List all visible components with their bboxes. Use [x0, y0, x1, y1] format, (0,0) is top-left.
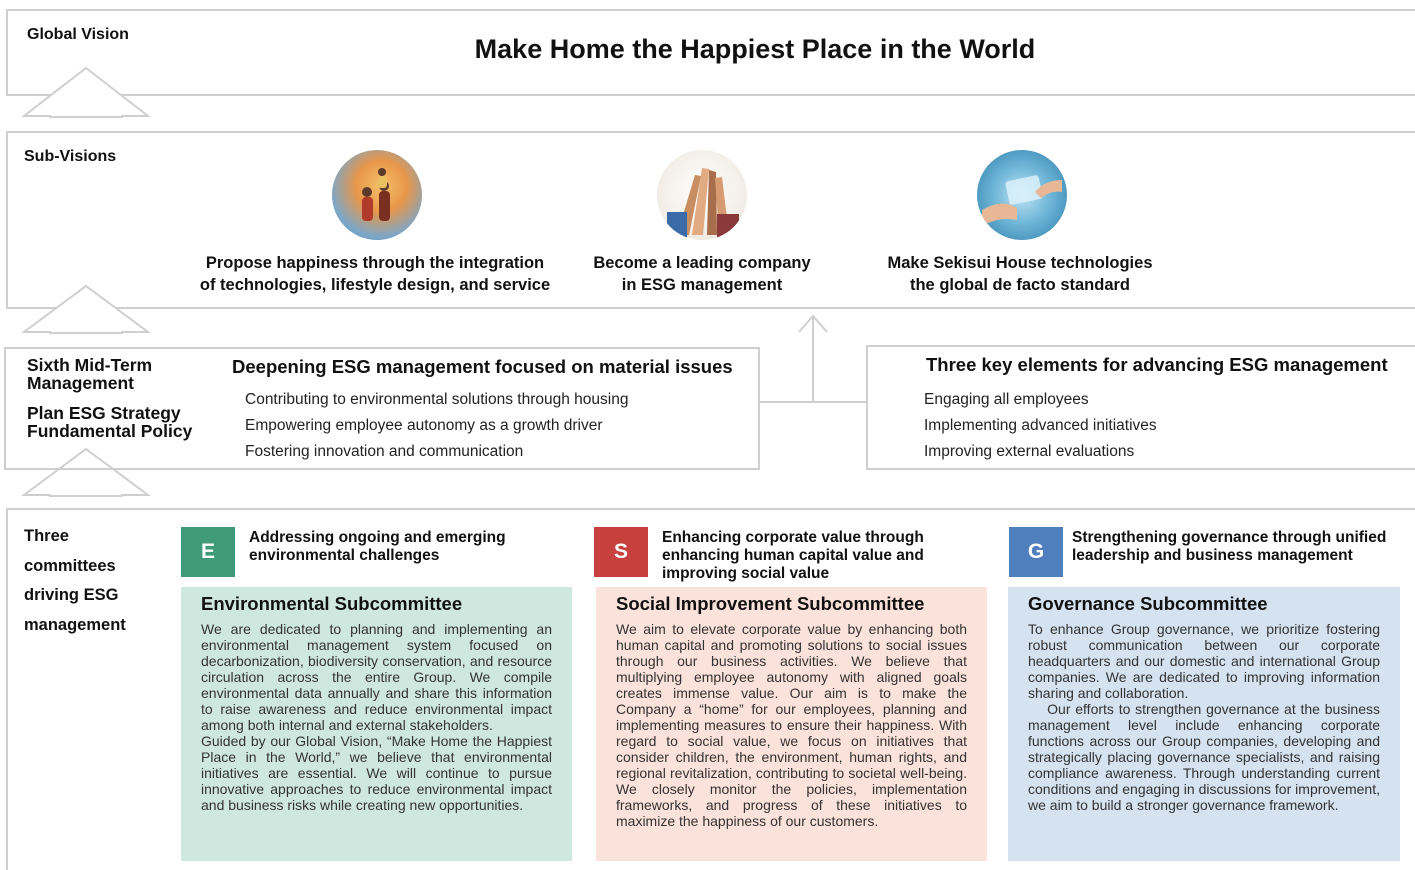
committees-label-line: Three [24, 527, 69, 545]
environmental-subcommittee-title: Environmental Subcommittee [201, 593, 463, 614]
governance-subcommittee-text: To enhance Group governance, we prioriti… [1028, 621, 1381, 813]
strategy-label: Sixth Mid-Term Management Plan ESG Strat… [27, 356, 192, 440]
governance-subcommittee-card: Governance Subcommittee To enhance Group… [1008, 587, 1400, 861]
governance-goal-line: leadership and business management [1072, 547, 1353, 564]
social-goal-line: Enhancing corporate value through [662, 529, 924, 546]
environment-goal: Addressing ongoing and emerging environm… [249, 529, 506, 565]
governance-subcommittee-title: Governance Subcommittee [1028, 593, 1268, 614]
social-subcommittee-title: Social Improvement Subcommittee [616, 593, 925, 614]
high-five-photo-icon [657, 150, 747, 240]
up-arrow-icon [21, 66, 151, 118]
technology-hands-photo-icon [977, 150, 1067, 240]
sub-vision-1-line1: Propose happiness through the integratio… [205, 254, 545, 272]
strategy-right-title: Three key elements for advancing ESG man… [926, 354, 1388, 375]
environment-goal-line: Addressing ongoing and emerging [249, 529, 506, 546]
strategy-left-title: Deepening ESG management focused on mate… [232, 356, 733, 377]
sub-vision-3-line2: the global de facto standard [909, 276, 1131, 294]
family-photo-icon [332, 150, 422, 240]
global-vision-label: Global Vision [27, 26, 129, 43]
strategy-left-box [4, 347, 760, 470]
social-goal-line: improving social value [662, 565, 830, 582]
strategy-right-item: Implementing advanced initiatives [924, 417, 1157, 434]
sub-vision-2-line1: Become a leading company [593, 254, 811, 272]
strategy-left-item: Empowering employee autonomy as a growth… [245, 417, 603, 434]
strategy-left-item: Contributing to environmental solutions … [245, 391, 629, 408]
social-goal-line: enhancing human capital value and [662, 547, 924, 564]
environmental-subcommittee-text: We are dedicated to planning and impleme… [201, 621, 552, 813]
strategy-left-item: Fostering innovation and communication [245, 443, 524, 460]
strategy-right-box [866, 345, 1415, 470]
sub-vision-1-title: Propose happiness through the integratio… [170, 252, 580, 296]
sub-vision-3-line1: Make Sekisui House technologies [887, 254, 1153, 272]
environment-goal-line: environmental challenges [249, 547, 440, 564]
social-goal: Enhancing corporate value through enhanc… [662, 529, 924, 583]
sub-vision-1-line2: of technologies, lifestyle design, and s… [199, 276, 551, 294]
committees-label-line: committees [24, 556, 116, 575]
committees-label-line: management [24, 615, 126, 634]
social-subcommittee-card: Social Improvement Subcommittee We aim t… [596, 587, 987, 861]
governance-badge: G [1009, 527, 1063, 577]
strategy-right-item: Engaging all employees [924, 391, 1089, 408]
sub-vision-3-title: Make Sekisui House technologies the glob… [860, 252, 1180, 296]
environment-badge: E [181, 527, 235, 577]
up-arrow-icon [20, 447, 152, 497]
committees-label: Three committees driving ESG management [24, 522, 126, 640]
up-arrow-icon [20, 284, 152, 334]
connector-arrow-icon [758, 314, 868, 403]
sub-vision-2-title: Become a leading company in ESG manageme… [572, 252, 832, 296]
global-vision-band [6, 9, 1415, 96]
environmental-subcommittee-card: Environmental Subcommittee We are dedica… [181, 587, 572, 861]
sub-vision-2-line2: in ESG management [621, 276, 783, 294]
sub-visions-label: Sub-Visions [24, 148, 117, 165]
strategy-label-line4: Fundamental Policy [27, 421, 193, 441]
global-vision-title: Make Home the Happiest Place in the Worl… [474, 34, 1036, 64]
sub-visions-band [6, 131, 1415, 309]
social-subcommittee-text: We aim to elevate corporate value by enh… [616, 621, 967, 829]
strategy-band-line [6, 508, 1415, 510]
strategy-label-line1: Sixth Mid-Term [27, 355, 153, 375]
committees-label-line: driving ESG [24, 586, 119, 604]
social-badge: S [594, 527, 648, 577]
strategy-label-line3: Plan ESG Strategy [27, 403, 181, 423]
governance-goal: Strengthening governance through unified… [1072, 529, 1386, 565]
governance-goal-line: Strengthening governance through unified [1072, 529, 1387, 546]
strategy-label-line2: Management [27, 373, 134, 393]
left-border-line [6, 508, 8, 870]
strategy-right-item: Improving external evaluations [924, 443, 1135, 460]
